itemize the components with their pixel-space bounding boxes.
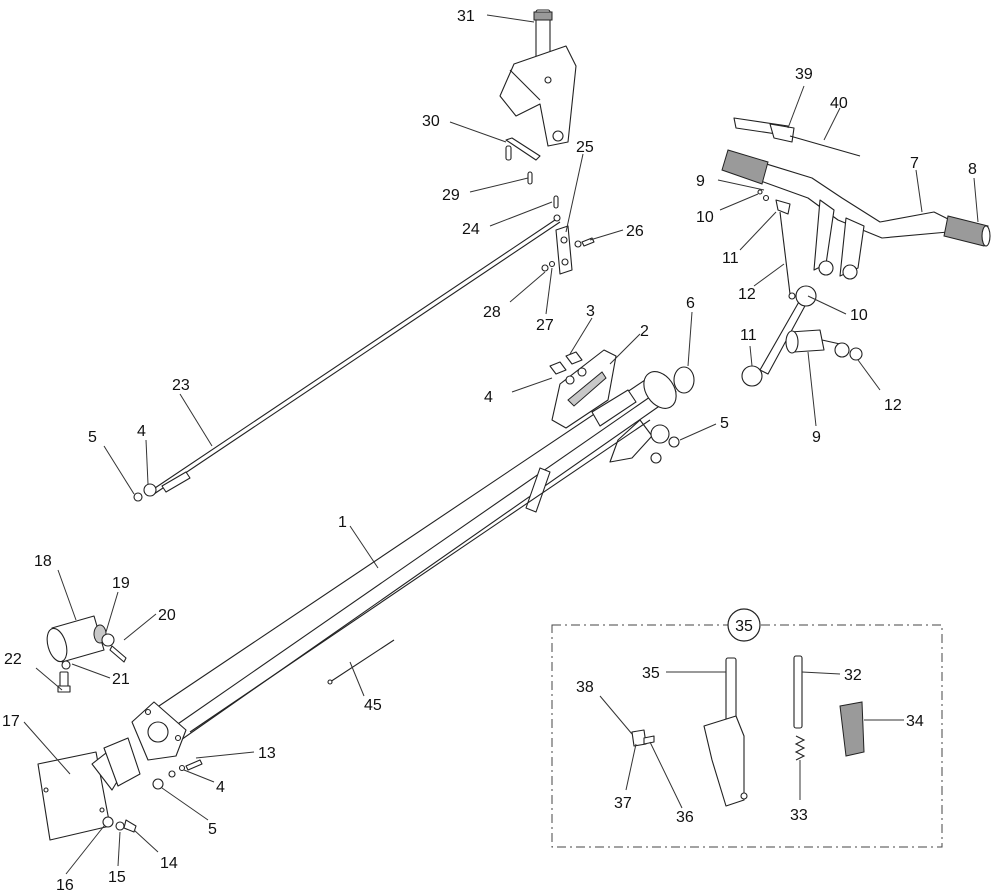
callout-12: 12 (884, 397, 902, 414)
callout-4-mid: 4 (484, 389, 493, 406)
callout-34: 30 (422, 113, 440, 130)
detail-inset: 35 (551, 608, 943, 848)
callout-45: 45 (364, 697, 382, 714)
callout-42: 38 (576, 679, 594, 696)
callout-24: 20 (158, 607, 176, 624)
callout-5-left: 5 (88, 429, 97, 446)
tube-flange (131, 701, 187, 761)
callout-37: 33 (790, 807, 808, 824)
callout-5-right: 5 (720, 415, 729, 432)
long-rod (133, 217, 561, 685)
callout-22: 18 (34, 553, 52, 570)
shifter (741, 285, 863, 387)
top-lever (499, 9, 577, 147)
callout-3: 3 (586, 303, 595, 320)
leader-lines (23, 14, 979, 875)
callout-19: 15 (108, 869, 126, 886)
quadrant-plate (549, 349, 637, 429)
callout-7: 7 (910, 155, 919, 172)
callout-44: 40 (830, 95, 848, 112)
callout-6: 6 (686, 295, 695, 312)
callout-5-bottom: 5 (208, 821, 217, 838)
callout-17: 13 (258, 745, 276, 762)
brake-lever (733, 117, 861, 157)
callout-8: 8 (968, 161, 977, 178)
ring (673, 366, 695, 394)
callout-41: 37 (614, 795, 632, 812)
pivot-cylinder (46, 615, 127, 693)
callout-35: 31 (457, 8, 475, 25)
callout-16: 12 (738, 286, 756, 303)
callout-9: 9 (812, 429, 821, 446)
callout-27: 23 (172, 377, 190, 394)
callout-18: 14 (160, 855, 178, 872)
callout-10: 10 (850, 307, 868, 324)
callout-25: 21 (112, 671, 130, 688)
callout-30: 26 (626, 223, 644, 240)
callout-4-bottom: 4 (216, 779, 225, 796)
callout-33: 29 (442, 187, 460, 204)
callout-38: 34 (906, 713, 924, 730)
callout-20: 16 (56, 877, 74, 894)
callout-13: 9 (696, 173, 705, 190)
callout-39: 35 (642, 665, 660, 682)
lower-hardware (102, 759, 203, 833)
callout-32: 28 (483, 304, 501, 321)
callout-36: 32 (844, 667, 862, 684)
main-tube (149, 371, 677, 743)
callout-23: 19 (112, 575, 130, 592)
callout-31: 27 (536, 317, 554, 334)
throttle-cable (757, 189, 796, 300)
callout-1: 1 (338, 514, 347, 531)
callout-28: 24 (462, 221, 480, 238)
callout-40: 36 (676, 809, 694, 826)
callout-labels: 31 30 29 24 25 26 28 27 3 2 4 6 5 23 4 5… (2, 8, 977, 894)
callout-14: 10 (696, 209, 714, 226)
callout-21: 17 (2, 713, 20, 730)
callout-2: 2 (640, 323, 649, 340)
callout-29: 25 (576, 139, 594, 156)
pins (505, 137, 559, 209)
handlebar (721, 149, 991, 280)
callout-11: 11 (740, 327, 757, 344)
callout-4-left: 4 (137, 423, 146, 440)
inset-label: 35 (735, 618, 753, 635)
callout-26: 22 (4, 651, 22, 668)
link-plate (541, 214, 595, 275)
right-nuts (650, 424, 680, 464)
callout-43: 39 (795, 66, 813, 83)
callout-15: 11 (722, 250, 739, 267)
